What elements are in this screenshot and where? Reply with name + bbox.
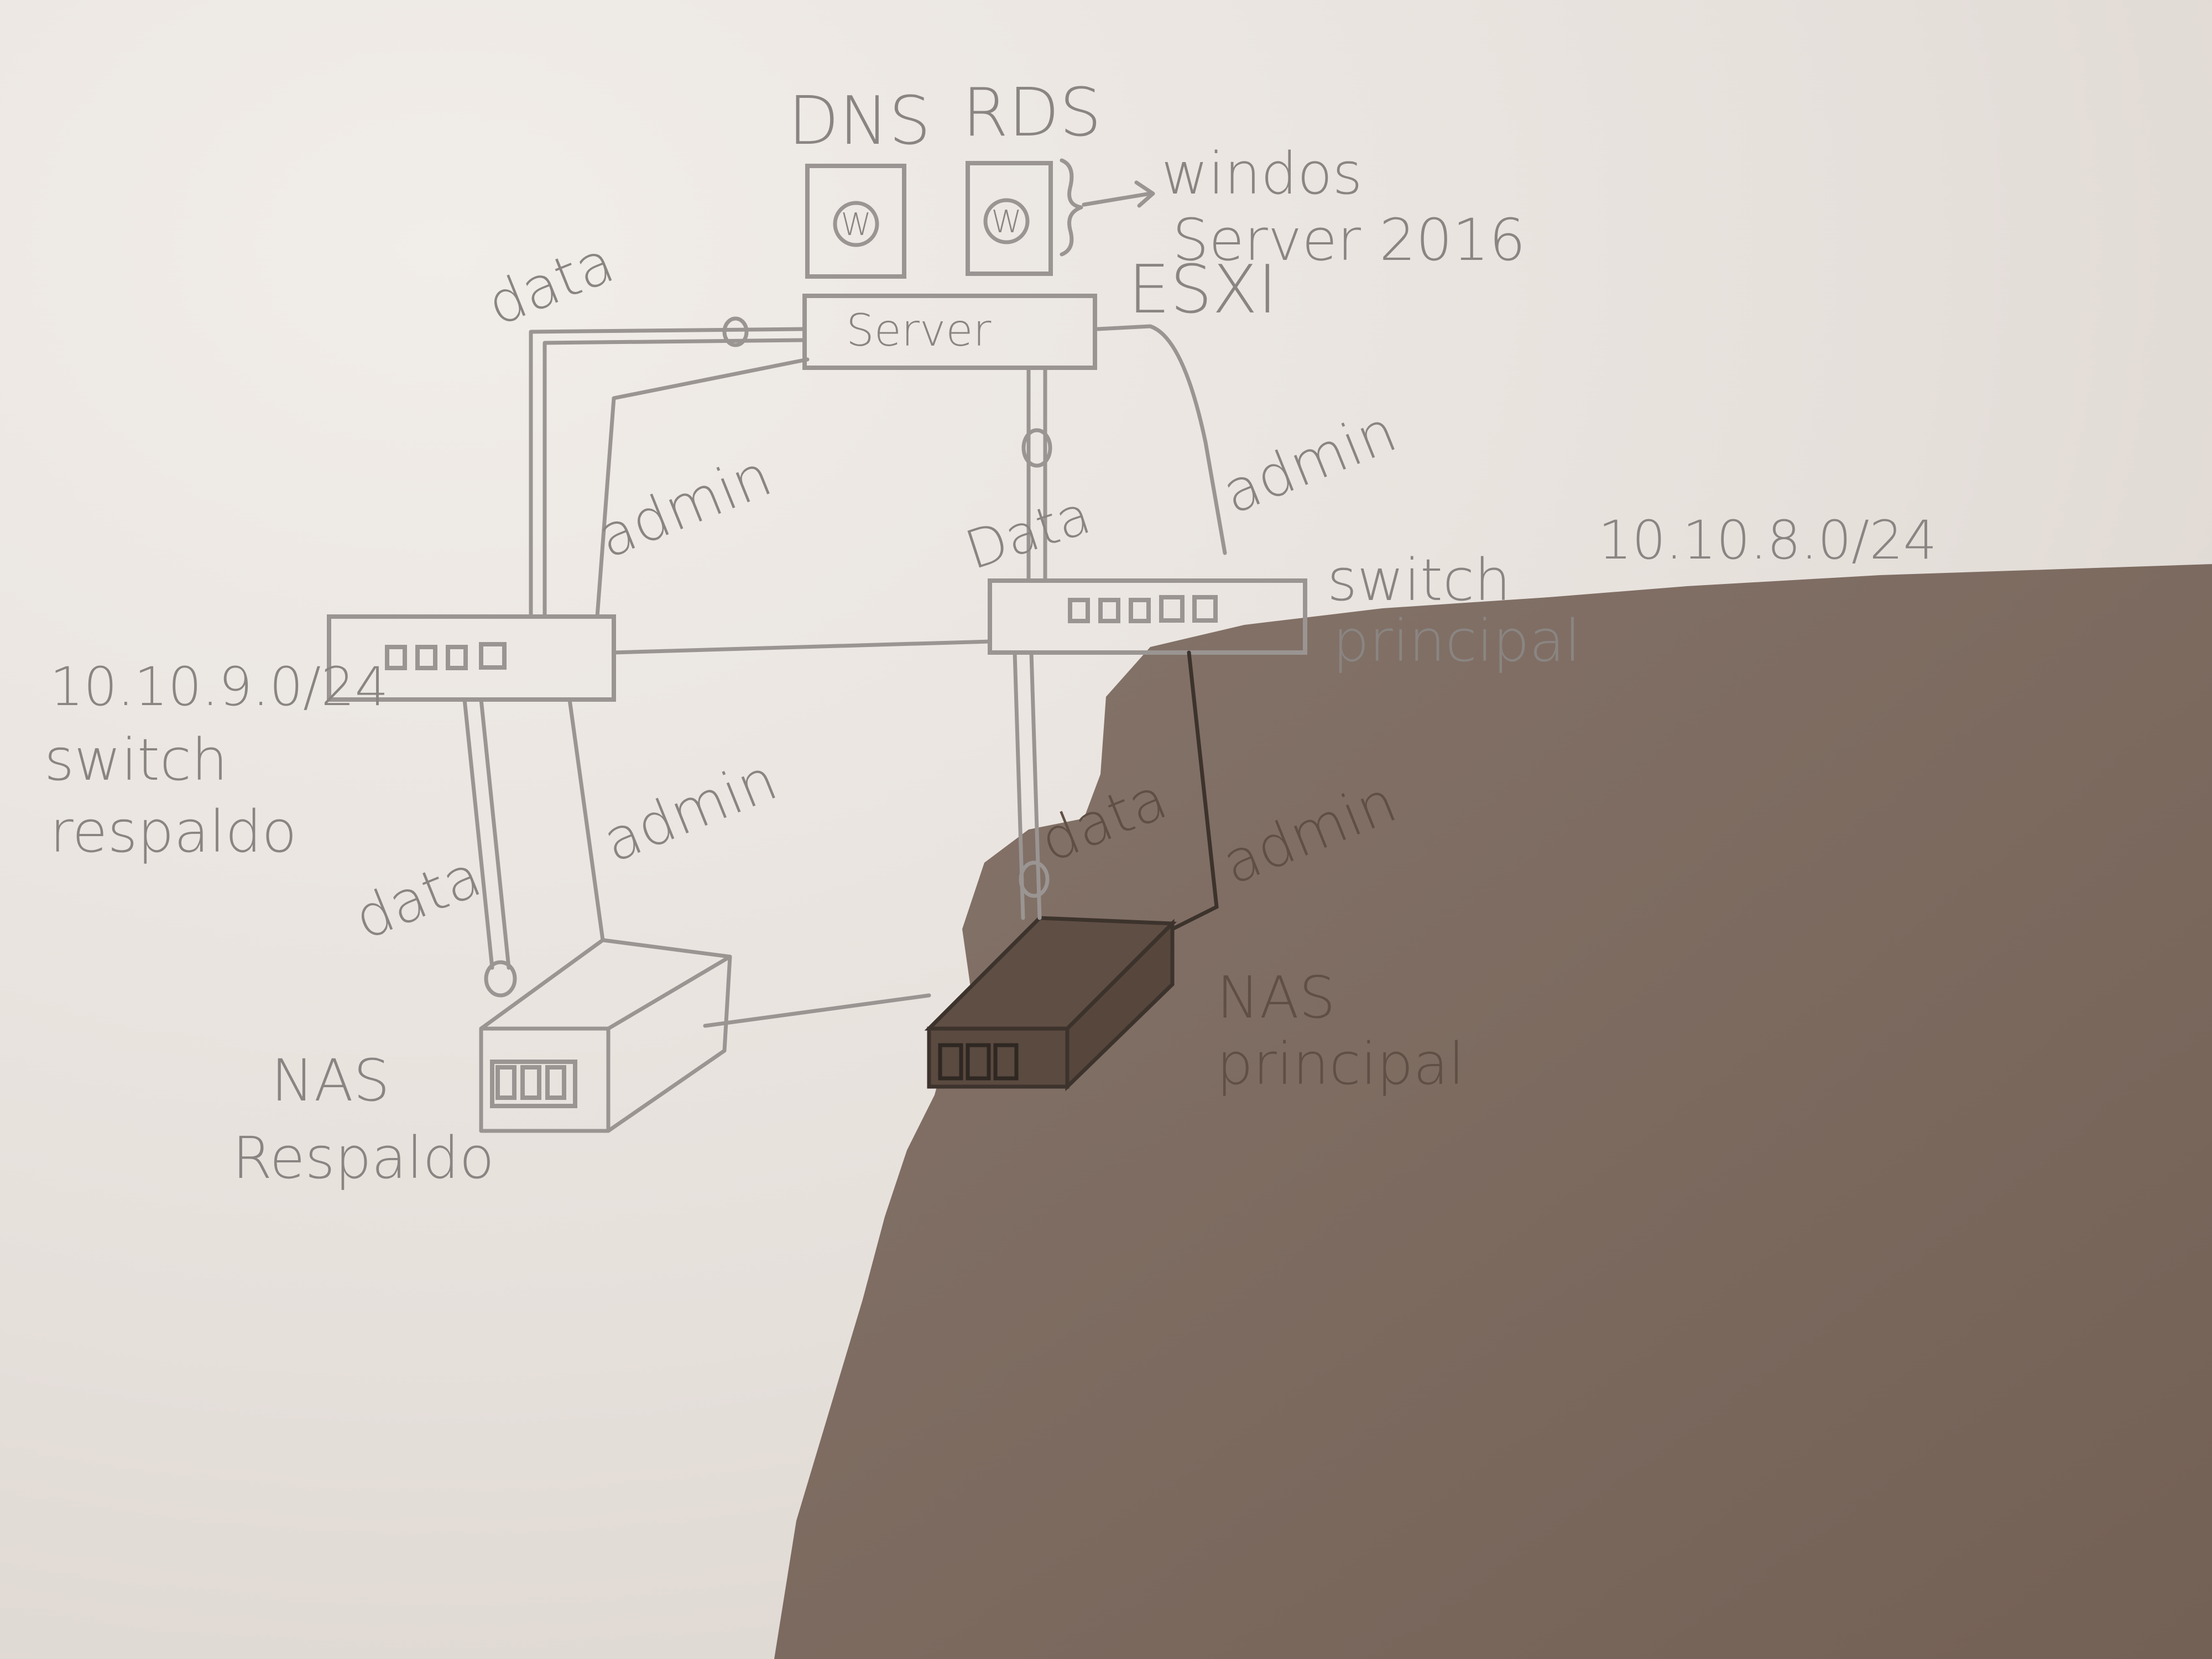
esxi-label: ESXI	[1128, 252, 1277, 328]
nas-main-label-1: NAS	[1217, 964, 1335, 1031]
switch-main-label-2: principal	[1333, 607, 1580, 675]
switch-main-label-1: switch	[1327, 546, 1511, 614]
switch-backup-label-1: switch	[44, 726, 228, 794]
nas-main-label-2: principal	[1217, 1030, 1464, 1098]
switch-backup-label-2: respaldo	[50, 798, 297, 865]
vm-rds-label: RDS	[962, 75, 1102, 152]
nas-backup-label-1: NAS	[271, 1047, 390, 1114]
server-box-label: Server	[846, 305, 991, 356]
windows-icon: W	[841, 207, 871, 243]
windows-icon: W	[991, 204, 1021, 240]
vm-os-line1: windos	[1161, 140, 1363, 207]
switch-backup-subnet: 10.10.9.0/24	[50, 656, 389, 718]
vm-dns-label: DNS	[788, 83, 931, 160]
nas-backup-label-2: Respaldo	[232, 1124, 494, 1192]
switch-main-subnet: 10.10.8.0/24	[1598, 509, 1937, 571]
